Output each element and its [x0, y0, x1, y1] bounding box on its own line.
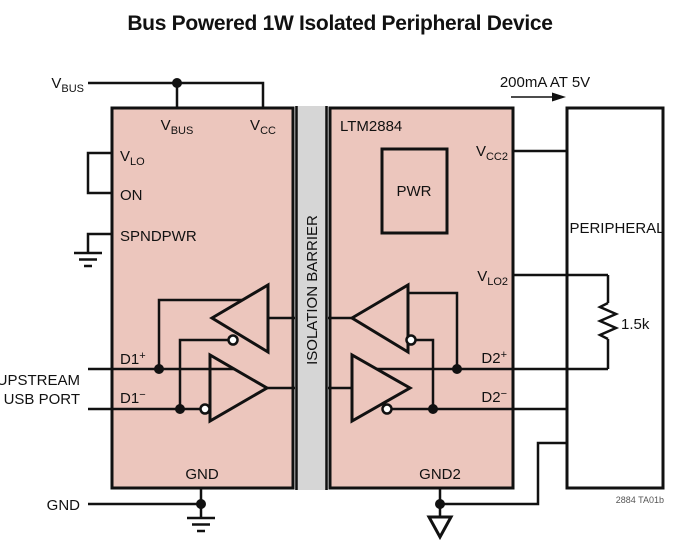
pin-vlo: VLO: [120, 148, 145, 168]
isolation-barrier-label: ISOLATION BARRIER: [304, 215, 321, 365]
peripheral-box: [565, 106, 665, 490]
resistor-value-label: 1.5k: [621, 316, 650, 333]
resistor-zigzag: [596, 301, 620, 341]
wire-vbus: [88, 81, 265, 108]
pin-vcc: VCC: [250, 117, 276, 137]
buffer-right-upper: [349, 282, 410, 355]
pin-spndpwr: SPNDPWR: [120, 228, 197, 245]
wire-d1-minus-feedback: [178, 338, 228, 409]
junction-dot: [428, 404, 438, 414]
pin-d2-plus: D2+: [481, 349, 507, 367]
invert-bubble: [381, 403, 393, 415]
invert-bubble: [227, 334, 239, 346]
earth-ground-spndpwr: [74, 251, 102, 268]
pwr-label: PWR: [397, 183, 432, 200]
peripheral-label: PERIPHERAL: [569, 220, 664, 237]
current-arrow-head: [552, 92, 566, 102]
junction-dot: [175, 404, 185, 414]
junction-dots: [154, 78, 462, 509]
junction-dot: [196, 499, 206, 509]
junction-dot: [435, 499, 445, 509]
pin-d1-minus: D1−: [120, 389, 146, 407]
invert-bubble: [199, 403, 211, 415]
wire-d1-plus-feedback: [157, 298, 242, 369]
junction-dot: [172, 78, 182, 88]
isolated-ground-symbol: [426, 515, 454, 541]
earth-ground-gnd: [187, 516, 215, 533]
wire-d2-plus-feedback: [408, 291, 459, 369]
pin-vlo2: VLO2: [477, 268, 508, 288]
pin-d2-minus: D2−: [481, 388, 507, 406]
figure-footnote: 2884 TA01b: [616, 495, 664, 505]
buffer-left-lower: [208, 352, 270, 424]
buffer-right-lower: [350, 352, 414, 424]
upstream-label-line2: USB PORT: [4, 391, 80, 408]
wire-gnd2-to-peripheral: [440, 441, 567, 506]
pin-gnd: GND: [185, 466, 219, 483]
pin-vcc2: VCC2: [476, 143, 508, 163]
device-name-label: LTM2884: [340, 118, 402, 135]
pin-gnd2: GND2: [419, 466, 461, 483]
usb-transceivers: [199, 282, 417, 424]
wire-d2-minus-feedback: [416, 338, 435, 409]
vbus-source-label: VBUS: [51, 75, 84, 95]
pin-on: ON: [120, 187, 143, 204]
wire-spndpwr-gnd: [86, 232, 112, 253]
invert-bubble: [405, 334, 417, 346]
ltm2884-left-half-block: [110, 106, 295, 490]
pin-d1-plus: D1+: [120, 350, 146, 368]
junction-dot: [452, 364, 462, 374]
ltm2884-right-half-block: [328, 106, 515, 490]
wire-vlo-on-strap: [86, 151, 112, 195]
junction-dot: [154, 364, 164, 374]
pin-vbus: VBUS: [161, 117, 194, 137]
gnd-external-label: GND: [47, 497, 81, 514]
buffer-left-upper: [209, 282, 270, 355]
upstream-label-line1: UPSTREAM: [0, 372, 80, 389]
isolation-barrier-strip: [295, 106, 328, 490]
current-note: 200mA AT 5V: [500, 74, 590, 91]
diagram-title: Bus Powered 1W Isolated Peripheral Devic…: [127, 12, 552, 35]
pwr-block: [380, 147, 449, 235]
